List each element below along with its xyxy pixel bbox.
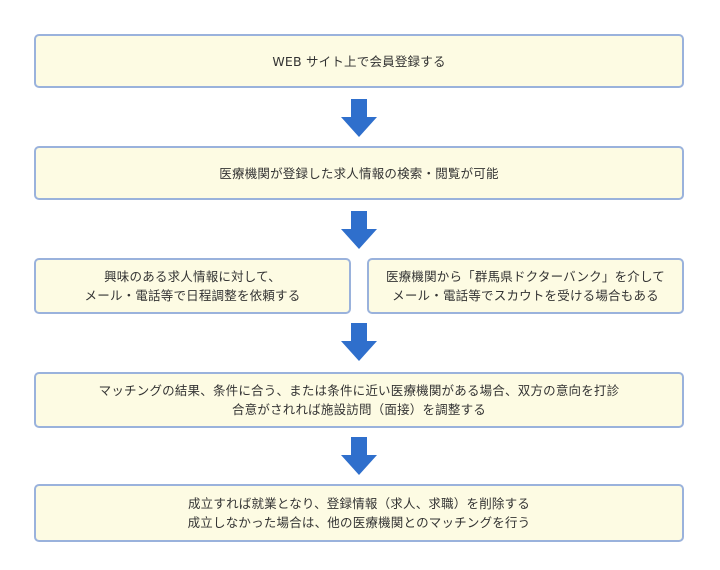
step-3b-line-2: メール・電話等でスカウトを受ける場合もある	[392, 288, 659, 303]
step-1-box: WEB サイト上で会員登録する	[34, 34, 684, 88]
step-4-box: マッチングの結果、条件に合う、または条件に近い医療機関がある場合、双方の意向を打…	[34, 372, 684, 428]
step-3a-line-2: メール・電話等で日程調整を依頼する	[84, 288, 301, 303]
arrow-down-icon	[341, 99, 377, 137]
step-5-line-1: 成立すれば就業となり、登録情報（求人、求職）を削除する	[187, 496, 531, 511]
step-5-box: 成立すれば就業となり、登録情報（求人、求職）を削除する 成立しなかった場合は、他…	[34, 484, 684, 542]
arrow-down-icon	[341, 437, 377, 475]
step-4-line-2: 合意がされれば施設訪問（面接）を調整する	[231, 402, 486, 417]
step-4-line-1: マッチングの結果、条件に合う、または条件に近い医療機関がある場合、双方の意向を打…	[98, 383, 620, 398]
step-3a-line-1: 興味のある求人情報に対して、	[104, 269, 281, 284]
step-2-text: 医療機関が登録した求人情報の検索・閲覧が可能	[219, 165, 499, 181]
arrow-down-icon	[341, 211, 377, 249]
step-5-line-2: 成立しなかった場合は、他の医療機関とのマッチングを行う	[187, 515, 531, 530]
step-3a-box: 興味のある求人情報に対して、 メール・電話等で日程調整を依頼する	[34, 258, 351, 314]
step-3b-line-1: 医療機関から「群馬県ドクターバンク」を介して	[385, 269, 666, 284]
step-1-text: WEB サイト上で会員登録する	[272, 53, 446, 69]
arrow-down-icon	[341, 323, 377, 361]
step-2-box: 医療機関が登録した求人情報の検索・閲覧が可能	[34, 146, 684, 200]
step-3b-box: 医療機関から「群馬県ドクターバンク」を介して メール・電話等でスカウトを受ける場…	[367, 258, 684, 314]
